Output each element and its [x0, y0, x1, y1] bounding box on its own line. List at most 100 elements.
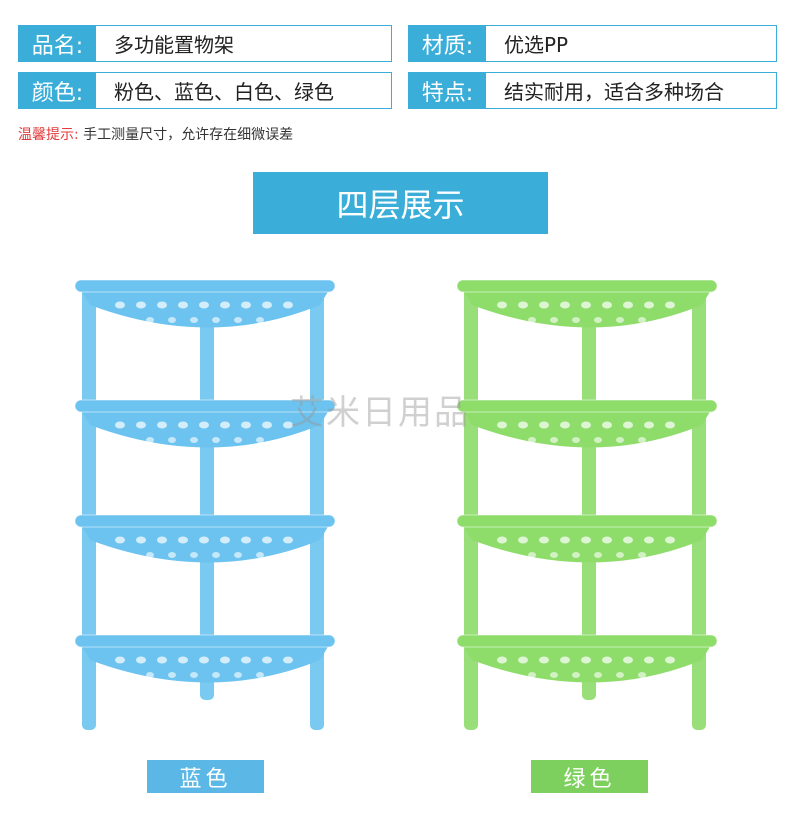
shelf-hole [644, 536, 654, 544]
shelf-hole [283, 656, 293, 664]
shelf-hole [168, 437, 176, 443]
shelf-hole [115, 536, 125, 544]
shelf-rim [456, 514, 718, 528]
shelf-hole [623, 301, 633, 309]
shelf-hole [190, 552, 198, 558]
watermark: 艾米日用品 [290, 393, 470, 433]
shelf-hole [594, 317, 602, 323]
shelf-hole [283, 536, 293, 544]
shelf-hole [115, 421, 125, 429]
shelf-hole [665, 301, 675, 309]
shelf-hole [638, 672, 646, 678]
shelf-hole [146, 317, 154, 323]
shelf-hole [518, 536, 528, 544]
shelf-hole [190, 672, 198, 678]
shelf-hole [638, 317, 646, 323]
shelf-hole [256, 317, 264, 323]
shelf-hole [594, 552, 602, 558]
shelf-hole [262, 536, 272, 544]
shelf-hole [528, 552, 536, 558]
shelf-hole [594, 672, 602, 678]
shelf-hole [178, 536, 188, 544]
shelf-hole [199, 656, 209, 664]
shelf-hole [178, 656, 188, 664]
shelf-hole [234, 317, 242, 323]
shelf-hole [550, 317, 558, 323]
shelf-hole [616, 552, 624, 558]
shelf-hole [199, 536, 209, 544]
shelf-hole [550, 672, 558, 678]
spec-label: 品名: [19, 26, 96, 61]
shelf-hole [616, 672, 624, 678]
shelf-hole [168, 552, 176, 558]
shelf-hole [623, 421, 633, 429]
spec-label: 材质: [409, 26, 486, 61]
spec-value: 粉色、蓝色、白色、绿色 [96, 73, 391, 108]
shelf-hole [602, 301, 612, 309]
shelf-hole [157, 536, 167, 544]
shelf-hole [550, 552, 558, 558]
shelf-hole [644, 301, 654, 309]
shelf-hole [115, 656, 125, 664]
shelf-hole [560, 536, 570, 544]
shelf-hole [581, 301, 591, 309]
shelf-rim [456, 634, 718, 648]
shelf-rim [456, 279, 718, 293]
section-banner: 四层展示 [253, 172, 548, 234]
shelf-rim [456, 399, 718, 413]
spec-name: 品名: 多功能置物架 [18, 25, 392, 62]
shelf-rim [74, 399, 336, 413]
shelf-hole [665, 536, 675, 544]
shelf-hole [136, 421, 146, 429]
shelf-hole [234, 552, 242, 558]
shelf-hole [581, 536, 591, 544]
shelf-hole [241, 301, 251, 309]
shelf-hole [497, 301, 507, 309]
shelf-hole [199, 301, 209, 309]
shelf-hole [212, 317, 220, 323]
shelf-rim [74, 514, 336, 528]
spec-value: 结实耐用，适合多种场合 [486, 73, 776, 108]
caption-green: 绿色 [531, 760, 648, 793]
shelf-hole [616, 437, 624, 443]
shelf-hole [190, 317, 198, 323]
shelf-hole [115, 301, 125, 309]
shelf-hole [136, 301, 146, 309]
shelf-hole [146, 552, 154, 558]
shelf-hole [256, 672, 264, 678]
shelf-hole [528, 437, 536, 443]
shelf-hole [234, 437, 242, 443]
shelf-hole [190, 437, 198, 443]
shelf-hole [638, 437, 646, 443]
shelf-hole [644, 421, 654, 429]
shelf-hole [283, 421, 293, 429]
shelf-hole [497, 536, 507, 544]
shelf-hole [136, 656, 146, 664]
shelf-hole [518, 301, 528, 309]
spec-color: 颜色: 粉色、蓝色、白色、绿色 [18, 72, 392, 109]
shelf-hole [539, 421, 549, 429]
shelf-hole [212, 552, 220, 558]
shelf-hole [539, 301, 549, 309]
shelf-hole [234, 672, 242, 678]
spec-label: 颜色: [19, 73, 96, 108]
shelf-hole [262, 656, 272, 664]
shelf-hole [602, 536, 612, 544]
shelf-hole [178, 301, 188, 309]
shelf-hole [518, 656, 528, 664]
shelf-hole [262, 301, 272, 309]
shelf-hole [212, 437, 220, 443]
shelf-hole [602, 656, 612, 664]
shelf-hole [220, 536, 230, 544]
shelf-hole [665, 656, 675, 664]
shelf-hole [212, 672, 220, 678]
shelf-hole [220, 421, 230, 429]
shelf-hole [560, 421, 570, 429]
caption-blue: 蓝色 [147, 760, 264, 793]
shelf-hole [539, 656, 549, 664]
blue-shelf-image [74, 279, 336, 730]
shelf-hole [497, 656, 507, 664]
shelf-hole [157, 656, 167, 664]
shelf-leg [310, 280, 324, 730]
shelf-hole [157, 301, 167, 309]
